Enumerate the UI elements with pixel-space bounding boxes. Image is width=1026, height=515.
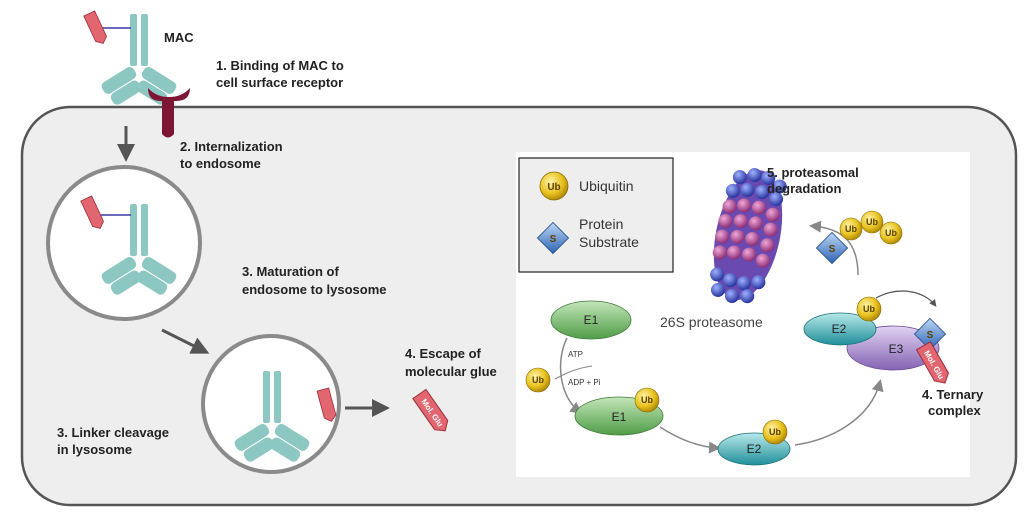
step1-label-line1: 1. Binding of MAC to: [216, 58, 344, 73]
arrow-e1-to-e2: [659, 426, 721, 454]
arrow-ub-transfer: [875, 290, 937, 307]
mac-label: MAC: [164, 30, 194, 45]
step4a-label-line2: molecular glue: [405, 364, 497, 379]
e2-enzyme-complex: [803, 312, 877, 346]
step5-label-line1: 5. proteasomal: [767, 165, 859, 180]
legend-box: [518, 157, 674, 273]
free-ubiquitin: [525, 367, 551, 393]
ubiquitin-legend-label: Ubiquitin: [579, 178, 633, 194]
substrate-legend-label-line1: Protein: [579, 216, 623, 232]
step4b-label-line1: 4. Ternary: [922, 387, 984, 402]
endosome: [46, 165, 202, 321]
step2-label-line2: to endosome: [180, 156, 261, 171]
substrate-in-complex-label: S: [927, 330, 934, 341]
arrow-ub-input: [554, 365, 593, 380]
e2-complex-label: E2: [832, 322, 847, 336]
ubiquitin-on-complex: [856, 296, 882, 322]
arrow-maturation: [161, 328, 210, 354]
proteasome-label: 26S proteasome: [660, 314, 763, 330]
proteasome: [710, 168, 787, 304]
ub-tag-chain-1: Ub: [845, 224, 857, 234]
arrow-e2-to-complex: [794, 379, 884, 446]
step3b-label-line1: 3. Linker cleavage: [57, 425, 169, 440]
arrow-e1-activation: [559, 337, 583, 414]
ubiquitin-on-e2-label: Ub: [769, 427, 781, 437]
step3a-label-line2: endosome to lysosome: [242, 282, 386, 297]
e1-bound-label: E1: [612, 410, 627, 424]
legend: Ub Ubiquitin S Protein Substrate: [518, 157, 674, 273]
ubiquitin-on-complex-label: Ub: [863, 304, 875, 314]
step4a-label-line1: 4. Escape of: [405, 346, 482, 361]
ub-tag-chain-3: Ub: [885, 228, 897, 238]
ubiquitinated-substrate: S Ub Ub Ub: [815, 210, 903, 265]
step3b-label-line2: in lysosome: [57, 442, 132, 457]
ub-tag-chain-2: Ub: [866, 217, 878, 227]
mac-antibody: [83, 10, 179, 107]
e3-label: E3: [889, 342, 904, 356]
step3a-label-line1: 3. Maturation of: [242, 264, 339, 279]
e1-enzyme-free: [550, 300, 632, 340]
atp-label: ATP: [568, 350, 583, 359]
substrate-in-complex: [913, 317, 947, 351]
ubiquitin-legend-icon: [539, 171, 569, 201]
ubiquitin-on-e1-label: Ub: [641, 395, 653, 405]
substrate-legend-icon: [536, 221, 570, 255]
ubiquitin-on-e2: [762, 419, 788, 445]
adp-label: ADP + Pi: [568, 378, 601, 387]
e2-bound-label: E2: [747, 442, 762, 456]
cell-surface-receptor: [148, 88, 190, 138]
free-ubiquitin-label: Ub: [532, 375, 544, 385]
step5-label-line2: degradation: [767, 181, 841, 196]
lysosome: [201, 334, 341, 474]
substrate-legend-symbol: S: [550, 234, 557, 245]
step2-label-line1: 2. Internalization: [180, 139, 283, 154]
step1-label-line2: cell surface receptor: [216, 75, 343, 90]
substrate-tag-degradation: S: [829, 244, 836, 255]
substrate-legend-label-line2: Substrate: [579, 234, 639, 250]
ubiquitin-legend-symbol: Ub: [547, 182, 560, 193]
step4b-label-line2: complex: [928, 403, 982, 418]
ubiquitin-on-e1: [634, 387, 660, 413]
e1-free-label: E1: [584, 313, 599, 327]
